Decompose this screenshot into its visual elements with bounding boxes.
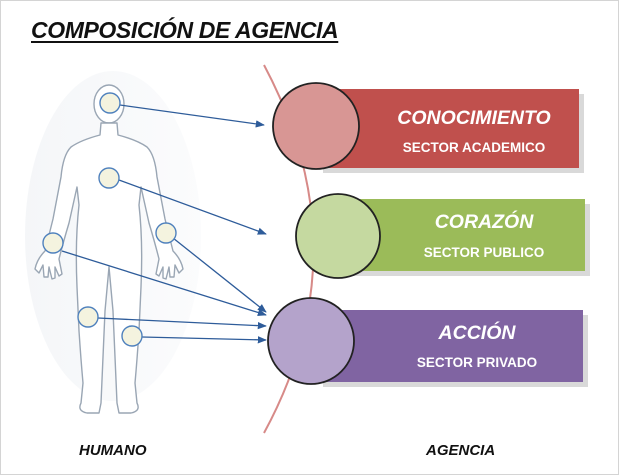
arrow-heart-to-corazon xyxy=(118,179,267,235)
panel-subtitle: SECTOR PRIVADO xyxy=(417,355,537,370)
panel-accion: ACCIÓN SECTOR PRIVADO xyxy=(267,297,588,387)
arrow-left-knee-to-accion xyxy=(97,317,267,330)
marker-left-knee xyxy=(77,306,99,328)
marker-heart xyxy=(98,167,120,189)
page-title: COMPOSICIÓN DE AGENCIA xyxy=(31,17,339,43)
arrow-right-hand-to-accion xyxy=(172,237,267,313)
panel-conocimiento: CONOCIMIENTO SECTOR ACADEMICO xyxy=(272,82,584,173)
human-body-figure xyxy=(25,71,201,414)
arrows xyxy=(61,104,267,344)
panel-title: CONOCIMIENTO xyxy=(397,107,550,129)
panel-title: ACCIÓN xyxy=(438,321,517,344)
panel-title: CORAZÓN xyxy=(435,210,534,233)
panel-subtitle: SECTOR ACADEMICO xyxy=(403,140,546,155)
panel-circle xyxy=(295,193,381,279)
body-markers xyxy=(42,92,177,347)
panel-subtitle: SECTOR PUBLICO xyxy=(424,245,545,260)
arrow-right-knee-to-accion xyxy=(141,336,267,344)
arrow-left-hand-to-accion xyxy=(61,250,267,317)
panel-circle xyxy=(267,297,355,385)
marker-head xyxy=(99,92,121,114)
label-agency: AGENCIA xyxy=(426,442,496,459)
marker-right-knee xyxy=(121,325,143,347)
panel-box xyxy=(318,89,579,168)
panel-circle xyxy=(272,82,360,170)
panel-box xyxy=(318,310,583,382)
marker-left-hand xyxy=(42,232,64,254)
panel-corazon: CORAZÓN SECTOR PUBLICO xyxy=(295,193,590,279)
label-human: HUMANO xyxy=(79,442,147,459)
marker-right-hand xyxy=(155,222,177,244)
arrow-head-to-knowledge xyxy=(119,104,265,128)
